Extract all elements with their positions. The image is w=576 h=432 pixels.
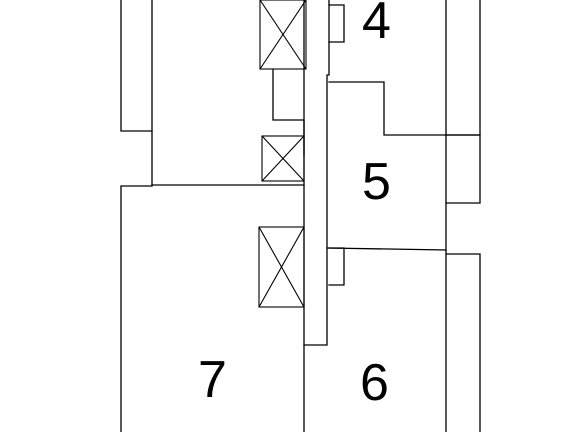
core-left-wall <box>151 184 305 432</box>
left-wing <box>120 0 153 432</box>
right-outer-upper <box>445 0 481 136</box>
room-5-right-notch <box>445 134 481 204</box>
room-4-bottom-wall <box>328 81 447 136</box>
shaft-lower <box>258 226 305 308</box>
room-number-6: 6 <box>360 354 389 412</box>
left-wall-upper <box>120 0 153 132</box>
room-number-5: 5 <box>362 153 391 211</box>
right-outer-lower <box>445 253 481 432</box>
room-number-4: 4 <box>362 0 391 50</box>
corridor-jog-top <box>328 4 345 43</box>
core-left-upper <box>272 69 305 186</box>
right-wing <box>326 0 481 432</box>
left-wall-lower <box>120 185 153 432</box>
shaft-upper <box>259 0 307 70</box>
room-number-7: 7 <box>198 351 227 409</box>
core-walls <box>151 0 345 432</box>
corridor-right-wall <box>303 0 330 346</box>
room-5-6-divider <box>326 247 447 251</box>
shaft-middle <box>261 135 305 182</box>
corridor-jog-bottom <box>328 247 345 286</box>
